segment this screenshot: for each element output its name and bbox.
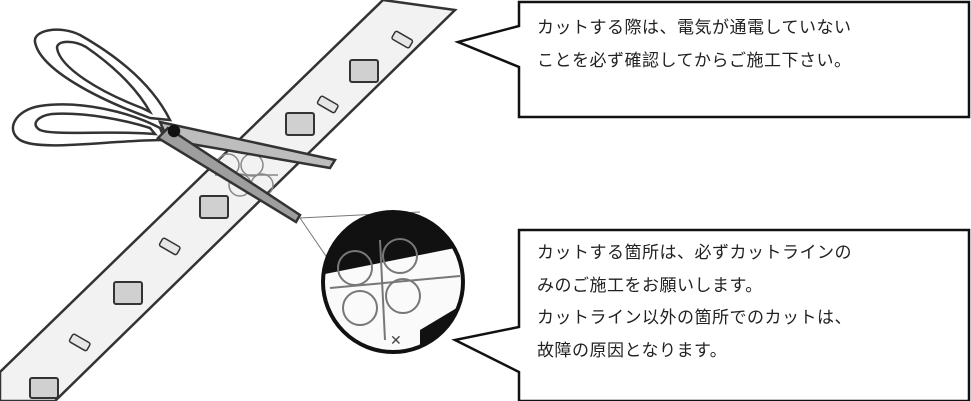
bottom-callout-text: カットする箇所は、必ずカットラインの みのご施工をお願いします。 カットライン以… [537,237,852,368]
led-strip [0,0,458,401]
bottom-callout-line: みのご施工をお願いします。 [537,275,763,296]
top-callout-line: ことを必ず確認してからご施工下さい。 [537,51,852,72]
bottom-callout-line: 故障の原因となります。 [537,340,728,361]
bottom-callout-bubble [451,228,971,401]
top-callout-line: カットする際は、電気が通電していない [537,18,852,38]
bottom-callout-line: カットする箇所は、必ずカットラインの [537,243,852,263]
scissors-icon [11,28,338,224]
top-callout-bubble [454,0,971,119]
bottom-callout-line: カットライン以外の箇所でのカットは、 [537,308,852,329]
magnifier-circle: ✕ [299,210,465,354]
top-callout-text: カットする際は、電気が通電していない ことを必ず確認してからご施工下さい。 [537,12,852,78]
svg-text:✕: ✕ [390,333,402,349]
strip-components [29,30,414,399]
